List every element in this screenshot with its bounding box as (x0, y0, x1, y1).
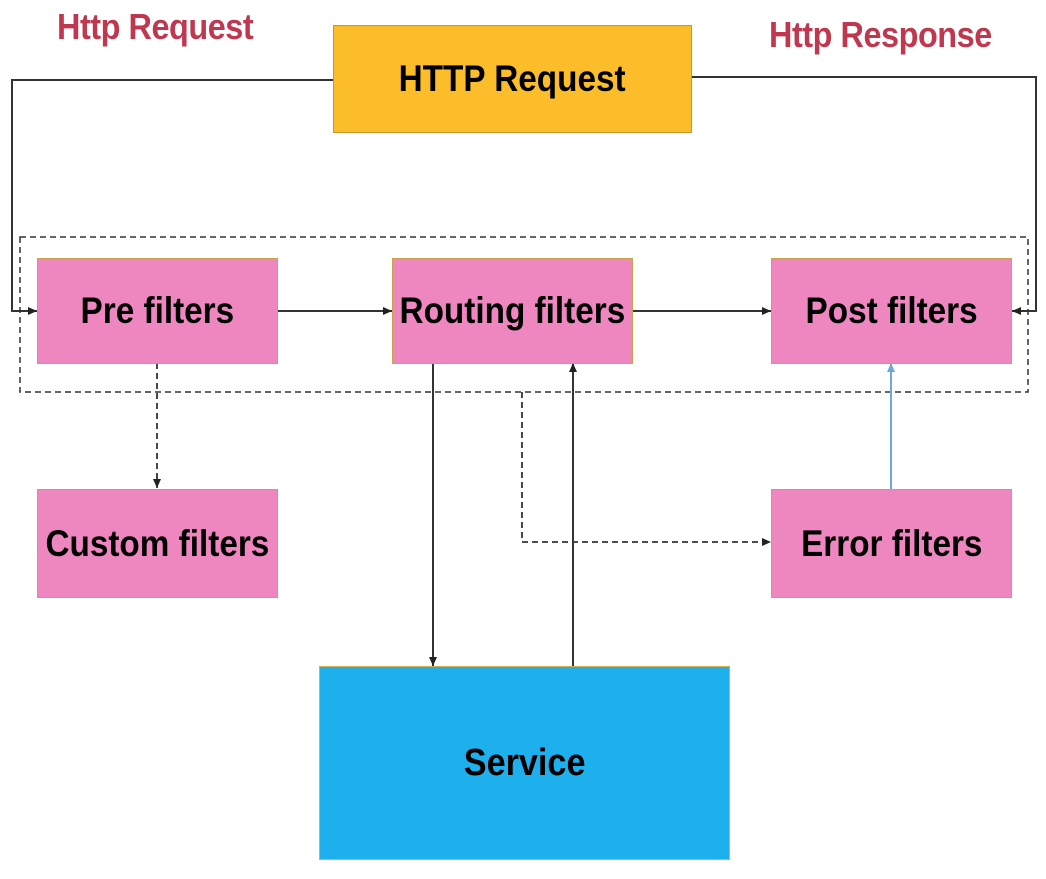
post-filters-label: Post filters (805, 290, 978, 331)
error-filters-node: Error filters (771, 489, 1012, 598)
custom-filters-node: Custom filters (37, 489, 278, 598)
routing-to-error-arrow (521, 392, 771, 546)
pre-filters-label: Pre filters (80, 290, 235, 331)
routing-filters-label: Routing filters (399, 290, 626, 331)
response-exit-line (692, 76, 1037, 315)
service-label: Service (463, 741, 586, 784)
http-request-label: Http Request (57, 6, 254, 47)
post-filters-node: Post filters (771, 258, 1012, 364)
http-request-node: HTTP Request (333, 25, 692, 133)
request-entry-line (11, 79, 333, 315)
pre-filters-node: Pre filters (37, 258, 278, 364)
routing-filters-node: Routing filters (392, 258, 633, 364)
custom-filters-label: Custom filters (45, 522, 270, 564)
error-filters-label: Error filters (800, 522, 983, 564)
http-response-label: Http Response (769, 14, 992, 55)
filter-group-boundary (19, 236, 1029, 393)
http-request-node-label: HTTP Request (399, 58, 626, 99)
service-node: Service (319, 666, 730, 860)
